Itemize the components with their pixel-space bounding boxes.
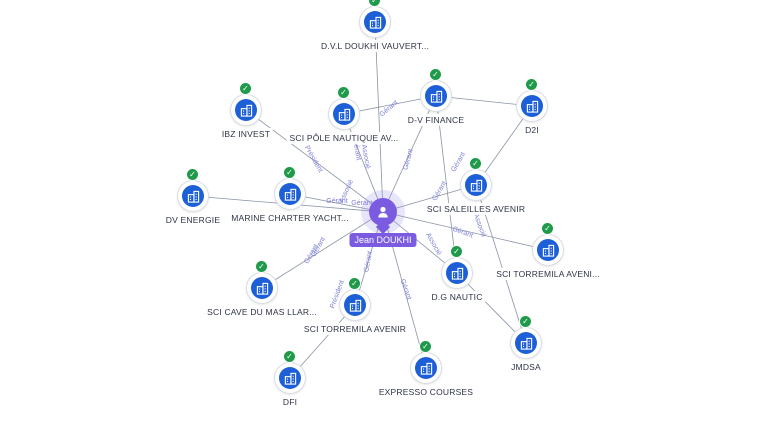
company-node-button[interactable]: ✓ xyxy=(231,82,261,125)
verified-check-icon: ✓ xyxy=(255,260,268,273)
verified-check-icon: ✓ xyxy=(519,315,532,328)
company-node-label: MARINE CHARTER YACHT... xyxy=(228,212,352,224)
company-node-label: IBZ INVEST xyxy=(218,128,274,140)
relation-label: Associé xyxy=(360,144,371,169)
building-icon xyxy=(537,239,559,261)
relation-label: Gérant xyxy=(431,180,448,202)
edge-c-saleilles xyxy=(382,184,477,213)
company-node-button[interactable]: ✓ xyxy=(247,260,277,303)
relation-label: Associé xyxy=(472,213,487,239)
company-node-label: SCI PÔLE NAUTIQUE AV... xyxy=(286,132,402,144)
company-node-label: SCI SALEILLES AVENIR xyxy=(423,203,529,215)
building-icon xyxy=(446,262,468,284)
building-icon xyxy=(425,85,447,107)
company-node-button[interactable]: ✓ xyxy=(442,245,472,288)
edge-c-pole xyxy=(343,113,384,213)
edge-c-ibz xyxy=(245,109,384,213)
company-node-button[interactable]: ✓ xyxy=(411,340,441,383)
company-node-label: SCI TORREMILA AVENIR xyxy=(300,323,410,335)
relation-label: Président xyxy=(303,145,324,174)
building-icon xyxy=(279,183,301,205)
building-icon xyxy=(515,332,537,354)
relation-label: Gérant xyxy=(351,200,372,207)
verified-check-icon: ✓ xyxy=(186,168,199,181)
building-icon xyxy=(182,185,204,207)
edge-dvf-pole xyxy=(343,95,437,115)
edge-c-torre1 xyxy=(382,211,549,251)
building-icon xyxy=(415,357,437,379)
building-icon xyxy=(465,174,487,196)
building-icon xyxy=(364,11,386,33)
verified-check-icon: ✓ xyxy=(541,222,554,235)
verified-check-icon: ✓ xyxy=(337,86,350,99)
verified-check-icon: ✓ xyxy=(525,78,538,91)
verified-check-icon: ✓ xyxy=(450,245,463,258)
company-node-label: D.G NAUTIC xyxy=(428,291,486,303)
company-node-button[interactable]: ✓ xyxy=(275,350,305,393)
company-node-button[interactable]: ✓ xyxy=(329,86,359,129)
company-node-button[interactable]: ✓ xyxy=(275,166,305,209)
company-node-label: EXPRESSO COURSES xyxy=(375,386,477,398)
building-icon xyxy=(333,103,355,125)
company-node-label: DFI xyxy=(279,396,301,408)
company-node-label: JMDSA xyxy=(508,361,544,373)
relation-label: Gérant xyxy=(451,226,474,240)
verified-check-icon: ✓ xyxy=(429,68,442,81)
edge-c-dvl xyxy=(374,21,384,213)
center-pin[interactable] xyxy=(369,198,397,226)
building-icon xyxy=(235,99,257,121)
relation-label: Gérant xyxy=(398,278,412,301)
company-node-button[interactable]: ✓ xyxy=(533,222,563,265)
company-node-label: D.V.L DOUKHI VAUVERT... xyxy=(317,40,433,52)
verified-check-icon: ✓ xyxy=(283,166,296,179)
relation-label: Gérant xyxy=(351,139,362,161)
edge-dvf-d2i xyxy=(435,95,533,107)
company-node-button[interactable]: ✓ xyxy=(461,157,491,200)
building-icon xyxy=(279,367,301,389)
company-node-label: SCI CAVE DU MAS LLAR... xyxy=(204,306,320,318)
company-node-button[interactable]: ✓ xyxy=(178,168,208,211)
relation-label: Gérant xyxy=(450,151,467,173)
relation-label: Gérant xyxy=(326,198,347,205)
verified-check-icon: ✓ xyxy=(239,82,252,95)
company-node-button[interactable]: ✓ xyxy=(511,315,541,358)
edge-saleilles-d2i xyxy=(475,105,533,186)
verified-check-icon: ✓ xyxy=(283,350,296,363)
building-icon xyxy=(251,277,273,299)
relation-label: Gérant xyxy=(402,148,414,171)
company-node-label: SCI TORREMILA AVENI... xyxy=(493,268,603,280)
center-name-label: Jean DOUKHI xyxy=(349,233,417,247)
edge-torre2-dfi xyxy=(289,304,356,379)
verified-check-icon: ✓ xyxy=(348,277,361,290)
edge-c-marine xyxy=(289,193,384,213)
relation-label: Gérant xyxy=(379,99,400,118)
building-icon xyxy=(521,95,543,117)
relation-label: Gérant xyxy=(363,251,374,273)
building-icon xyxy=(344,294,366,316)
company-node-button[interactable]: ✓ xyxy=(340,277,370,320)
company-node-label: DV ENERGIE xyxy=(162,214,224,226)
edge-c-cave xyxy=(261,211,384,289)
company-node-button[interactable]: ✓ xyxy=(360,0,390,37)
verified-check-icon: ✓ xyxy=(469,157,482,170)
company-node-button[interactable]: ✓ xyxy=(517,78,547,121)
verified-check-icon: ✓ xyxy=(419,340,432,353)
company-node-label: D-V FINANCE xyxy=(404,114,468,126)
company-node-button[interactable]: ✓ xyxy=(421,68,451,111)
person-icon xyxy=(378,206,388,218)
company-node-label: D2I xyxy=(522,124,542,136)
